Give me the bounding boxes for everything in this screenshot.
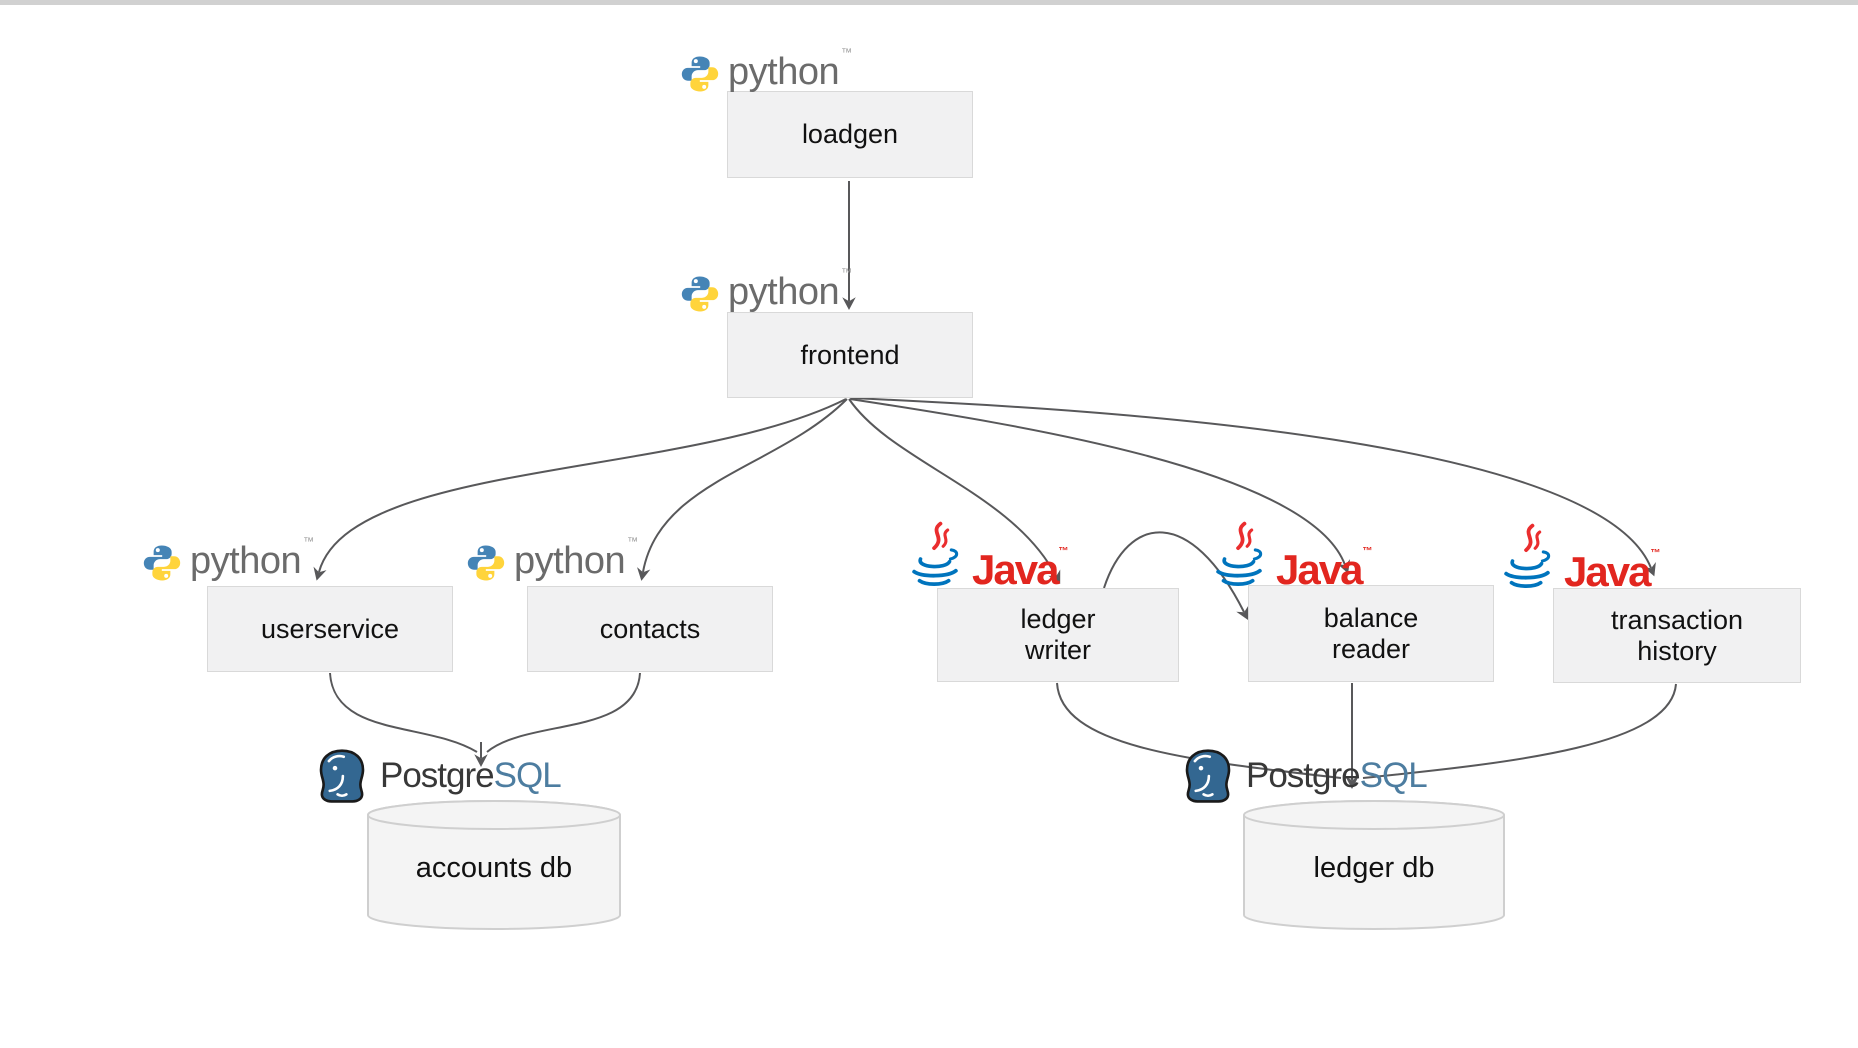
edge-frontend-balance-reader [849, 398, 1351, 574]
postgresql-wordmark: PostgreSQL [1246, 756, 1428, 795]
postgresql-logo-ledger: PostgreSQL [1180, 748, 1428, 804]
node-transaction-history-label-line1: transaction [1610, 604, 1744, 635]
edge-transaction-history-ledger-db [1362, 683, 1677, 779]
accounts-db-cylinder [367, 800, 621, 930]
java-logo-balance-reader: Java™ [1210, 520, 1372, 598]
edge-frontend-transaction-history [850, 397, 1656, 577]
postgresql-elephant-icon [1180, 748, 1236, 804]
postgresql-wordmark: PostgreSQL [380, 756, 562, 795]
node-contacts: contacts [527, 586, 773, 672]
java-wordmark: Java™ [972, 546, 1069, 593]
python-icon [680, 274, 720, 314]
java-wordmark: Java™ [1276, 546, 1373, 593]
edge-userservice-accounts-db [329, 672, 478, 753]
node-userservice: userservice [207, 586, 453, 672]
node-frontend: frontend [727, 312, 973, 398]
java-trademark: ™ [1362, 546, 1373, 557]
java-logo-transaction-history: Java™ [1498, 522, 1660, 600]
java-trademark: ™ [1058, 546, 1069, 557]
edge-frontend-userservice [313, 398, 847, 581]
node-balance-reader-label-line2: reader [1331, 633, 1411, 664]
edge-ledger-writer-balance-reader [1103, 531, 1249, 621]
postgresql-elephant-icon [314, 748, 370, 804]
node-frontend-label: frontend [800, 339, 900, 370]
postgresql-logo-accounts: PostgreSQL [314, 748, 562, 804]
edge-frontend-ledger-writer [848, 398, 1061, 584]
java-logo-ledger-writer: Java™ [906, 520, 1068, 598]
java-wordmark: Java™ [1564, 548, 1661, 595]
python-trademark: ™ [841, 47, 853, 59]
python-trademark: ™ [841, 267, 853, 279]
python-icon [680, 54, 720, 94]
window-top-edge [0, 0, 1858, 5]
python-trademark: ™ [627, 536, 639, 548]
node-ledger-writer-label-line1: ledger [1020, 604, 1096, 634]
java-icon [1498, 522, 1556, 600]
node-balance-reader: balance reader [1248, 585, 1494, 682]
accounts-db-label: accounts db [415, 852, 573, 884]
node-userservice-label: userservice [260, 613, 400, 644]
node-ledger-writer: ledger writer [937, 588, 1179, 682]
java-icon [1210, 520, 1268, 598]
node-balance-reader-label-line1: balance [1323, 602, 1419, 633]
ledger-db-label: ledger db [1313, 852, 1435, 884]
node-ledger-writer-label-line2: writer [1025, 635, 1091, 665]
edge-ledger-writer-ledger-db [1056, 682, 1342, 779]
java-trademark: ™ [1650, 548, 1661, 559]
edge-frontend-contacts [637, 398, 848, 581]
python-icon [142, 543, 182, 583]
python-icon [466, 543, 506, 583]
node-transaction-history-label-line2: history [1637, 635, 1717, 666]
node-loadgen-label: loadgen [801, 119, 899, 149]
node-transaction-history: transaction history [1553, 588, 1801, 683]
node-contacts-label: contacts [599, 613, 701, 644]
node-loadgen: loadgen [727, 91, 973, 178]
java-icon [906, 520, 964, 598]
edge-contacts-accounts-db [486, 672, 641, 753]
ledger-db-cylinder [1243, 800, 1505, 930]
python-trademark: ™ [303, 536, 315, 548]
